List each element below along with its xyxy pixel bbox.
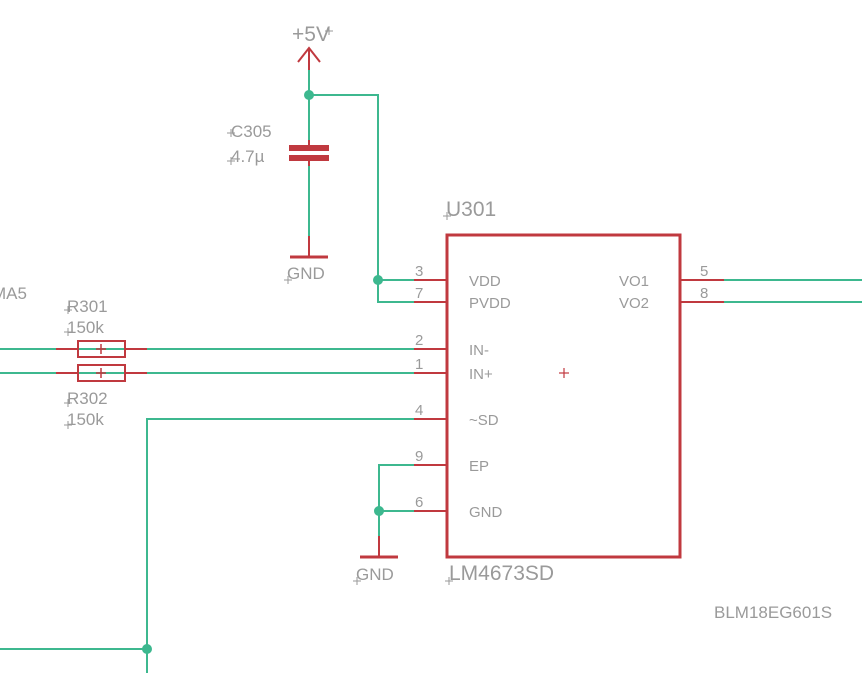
wire-shutdown	[146, 418, 414, 673]
pin-number-4: 4	[415, 402, 423, 419]
pin-label-in-plus: IN+	[469, 366, 493, 383]
pin-label-ep: EP	[469, 458, 489, 475]
parts	[56, 46, 724, 559]
supply-arrow-icon	[297, 46, 321, 70]
resistor-r301-symbol	[56, 340, 147, 358]
ic-value: LM4673SD	[449, 562, 554, 585]
ic-left-pin-stubs	[414, 279, 447, 512]
net-label-left: MA5	[0, 284, 27, 303]
wire-ep-gnd	[378, 464, 414, 557]
gnd-label-bottom: GND	[356, 565, 394, 584]
junction-sd	[142, 644, 152, 654]
pin-label-gnd: GND	[469, 504, 503, 521]
junction-5v	[304, 90, 314, 100]
gnd-symbol-icon-bottom	[360, 536, 398, 559]
ic-right-pin-stubs	[680, 279, 724, 303]
pin-label-in-minus: IN-	[469, 342, 489, 359]
supply-label: +5V	[292, 23, 330, 46]
pin-number-9: 9	[415, 448, 423, 465]
resistor-r302-symbol	[56, 364, 147, 382]
pin-label-vdd: VDD	[469, 273, 501, 290]
junction-gnd	[374, 506, 384, 516]
gnd-label-top: GND	[287, 264, 325, 283]
ferrite-label: BLM18EG601S	[714, 603, 832, 622]
pin-number-1: 1	[415, 356, 423, 373]
ic-name: U301	[446, 198, 496, 221]
pin-number-8: 8	[700, 285, 708, 302]
capacitor-symbol-icon	[289, 140, 329, 166]
junctions	[142, 90, 384, 654]
wire-5v-to-vdd	[309, 94, 414, 303]
wires	[0, 68, 862, 673]
pin-number-5: 5	[700, 263, 708, 280]
ic-origin-cross-icon	[559, 368, 569, 378]
pin-label-vo1: VO1	[619, 273, 649, 290]
label-origin-crosses	[64, 27, 453, 585]
pin-number-6: 6	[415, 494, 423, 511]
pin-number-3: 3	[415, 263, 423, 280]
resistor-r302-value: 150k	[67, 410, 104, 429]
resistor-r301-name: R301	[67, 297, 108, 316]
pin-label-vo2: VO2	[619, 295, 649, 312]
junction-vdd	[373, 275, 383, 285]
pin-number-2: 2	[415, 332, 423, 349]
pin-label-shutdown: ~SD	[469, 412, 499, 429]
resistor-r302-name: R302	[67, 389, 108, 408]
pin-number-7: 7	[415, 285, 423, 302]
pin-label-pvdd: PVDD	[469, 295, 511, 312]
resistor-r301-value: 150k	[67, 318, 104, 337]
gnd-symbol-icon-top	[290, 236, 328, 259]
capacitor-name: C305	[231, 122, 272, 141]
capacitor-value: 4.7µ	[231, 147, 265, 166]
ic-u301-body	[445, 233, 682, 559]
